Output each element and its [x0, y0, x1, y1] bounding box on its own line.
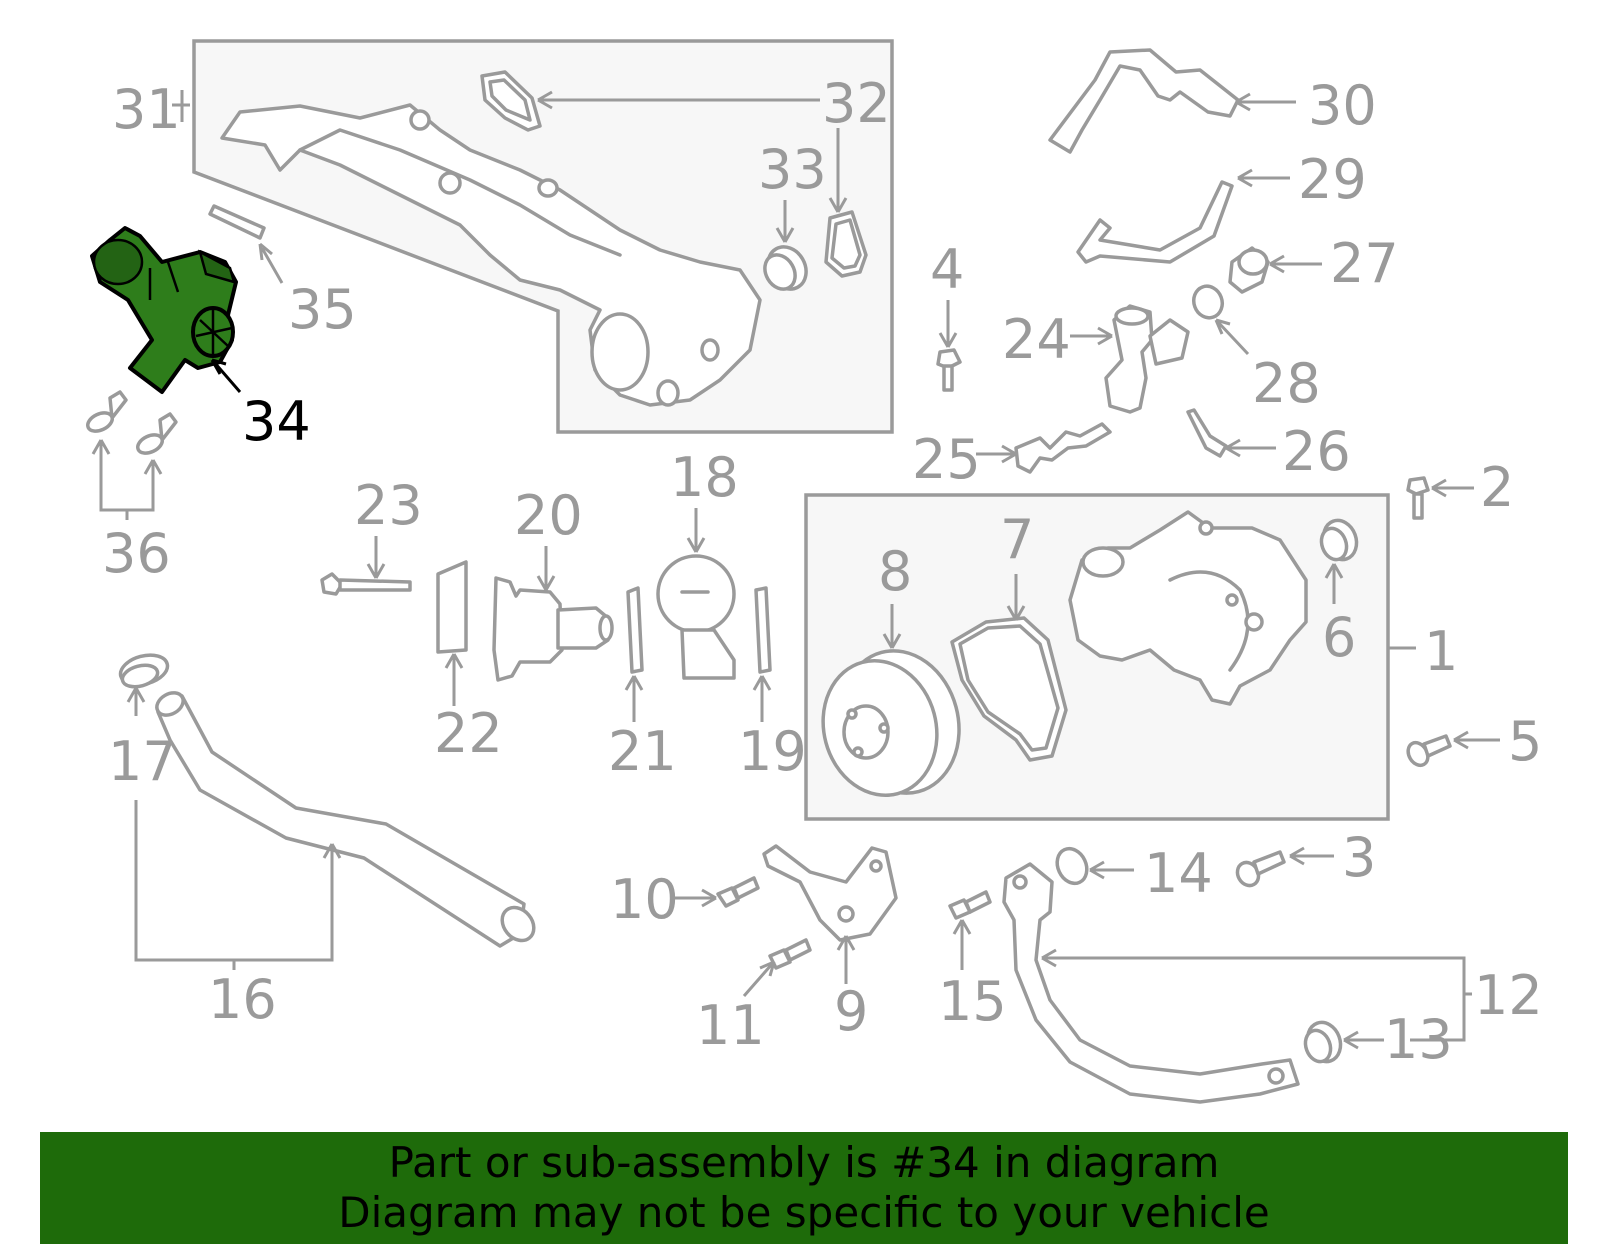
callout-36: 36 — [102, 522, 171, 585]
callout-11: 11 — [696, 994, 765, 1057]
callout-23: 23 — [354, 474, 423, 537]
parts-diagram: 31 32 33 34 35 36 30 29 27 28 — [85, 39, 1543, 1104]
coolant-pipe-12[interactable] — [1002, 862, 1300, 1104]
thermostat-20[interactable] — [492, 576, 614, 682]
callout-8: 8 — [878, 540, 912, 603]
bolts-36[interactable] — [85, 390, 178, 457]
bolt-3[interactable] — [1233, 850, 1286, 889]
o-ring-28[interactable] — [1189, 282, 1226, 322]
callout-29: 29 — [1298, 148, 1367, 211]
callout-33: 33 — [758, 138, 827, 201]
callout-7: 7 — [1000, 508, 1034, 571]
callout-6: 6 — [1322, 606, 1356, 669]
callout-24: 24 — [1002, 308, 1071, 371]
gasket-strip-35[interactable] — [208, 204, 266, 240]
callout-28: 28 — [1252, 352, 1321, 415]
callout-21: 21 — [608, 720, 677, 783]
bolt-4[interactable] — [936, 348, 962, 392]
callout-4: 4 — [930, 238, 964, 301]
bolt-10[interactable] — [716, 876, 760, 908]
thermostat-housing-34[interactable] — [90, 226, 238, 394]
callout-17: 17 — [108, 730, 177, 793]
callout-19: 19 — [738, 720, 807, 783]
water-pump-housing[interactable] — [1068, 510, 1308, 706]
bolt-5[interactable] — [1404, 734, 1452, 769]
bolt-2[interactable] — [1406, 476, 1430, 520]
gasket-32[interactable] — [480, 70, 542, 132]
callout-32: 32 — [822, 72, 891, 135]
o-ring-33[interactable] — [759, 240, 814, 296]
clip-26[interactable] — [1186, 408, 1228, 458]
bolt-15[interactable] — [948, 890, 992, 920]
callout-12: 12 — [1474, 964, 1543, 1027]
bolt-11[interactable] — [768, 938, 812, 970]
callout-5: 5 — [1508, 710, 1542, 773]
callout-13: 13 — [1384, 1008, 1453, 1071]
callout-31: 31 — [112, 78, 181, 141]
o-ring-6[interactable] — [1317, 516, 1362, 565]
callout-25: 25 — [912, 428, 981, 491]
callout-16: 16 — [208, 968, 277, 1031]
callout-20: 20 — [514, 484, 583, 547]
info-banner: Part or sub-assembly is #34 in diagram D… — [40, 1132, 1568, 1244]
thermostat-cap-18[interactable] — [656, 554, 736, 680]
gasket-7[interactable] — [950, 616, 1068, 762]
pulley-8[interactable] — [808, 637, 974, 808]
seal-21[interactable] — [626, 586, 644, 674]
callout-35: 35 — [288, 278, 357, 341]
bolt-23[interactable] — [320, 572, 412, 596]
upper-coolant-housing[interactable] — [220, 103, 762, 407]
callout-1: 1 — [1424, 620, 1458, 683]
callout-34: 34 — [242, 390, 311, 453]
fitting-24[interactable] — [1104, 304, 1190, 414]
callout-18: 18 — [670, 446, 739, 509]
callout-2: 2 — [1480, 456, 1514, 519]
o-ring-14[interactable] — [1052, 844, 1093, 888]
o-ring-13[interactable] — [1301, 1018, 1346, 1067]
callout-9: 9 — [834, 980, 868, 1043]
callout-15: 15 — [938, 970, 1007, 1033]
callout-26: 26 — [1282, 420, 1351, 483]
o-ring-17[interactable] — [117, 650, 171, 690]
gasket-22[interactable] — [436, 560, 468, 654]
banner-line-disclaimer: Diagram may not be specific to your vehi… — [338, 1188, 1270, 1237]
callout-3: 3 — [1342, 826, 1376, 889]
plug-27[interactable] — [1228, 246, 1270, 294]
seal-19[interactable] — [754, 586, 772, 674]
callout-30: 30 — [1308, 74, 1377, 137]
banner-line-part: Part or sub-assembly is #34 in diagram — [388, 1138, 1220, 1187]
bracket-9[interactable] — [762, 844, 898, 942]
bracket-25[interactable] — [1014, 422, 1112, 474]
callout-22: 22 — [434, 702, 503, 765]
callout-10: 10 — [610, 868, 679, 931]
callout-14: 14 — [1144, 842, 1213, 905]
callout-27: 27 — [1330, 232, 1399, 295]
bracket-29[interactable] — [1076, 180, 1234, 264]
bracket-30[interactable] — [1048, 48, 1240, 154]
